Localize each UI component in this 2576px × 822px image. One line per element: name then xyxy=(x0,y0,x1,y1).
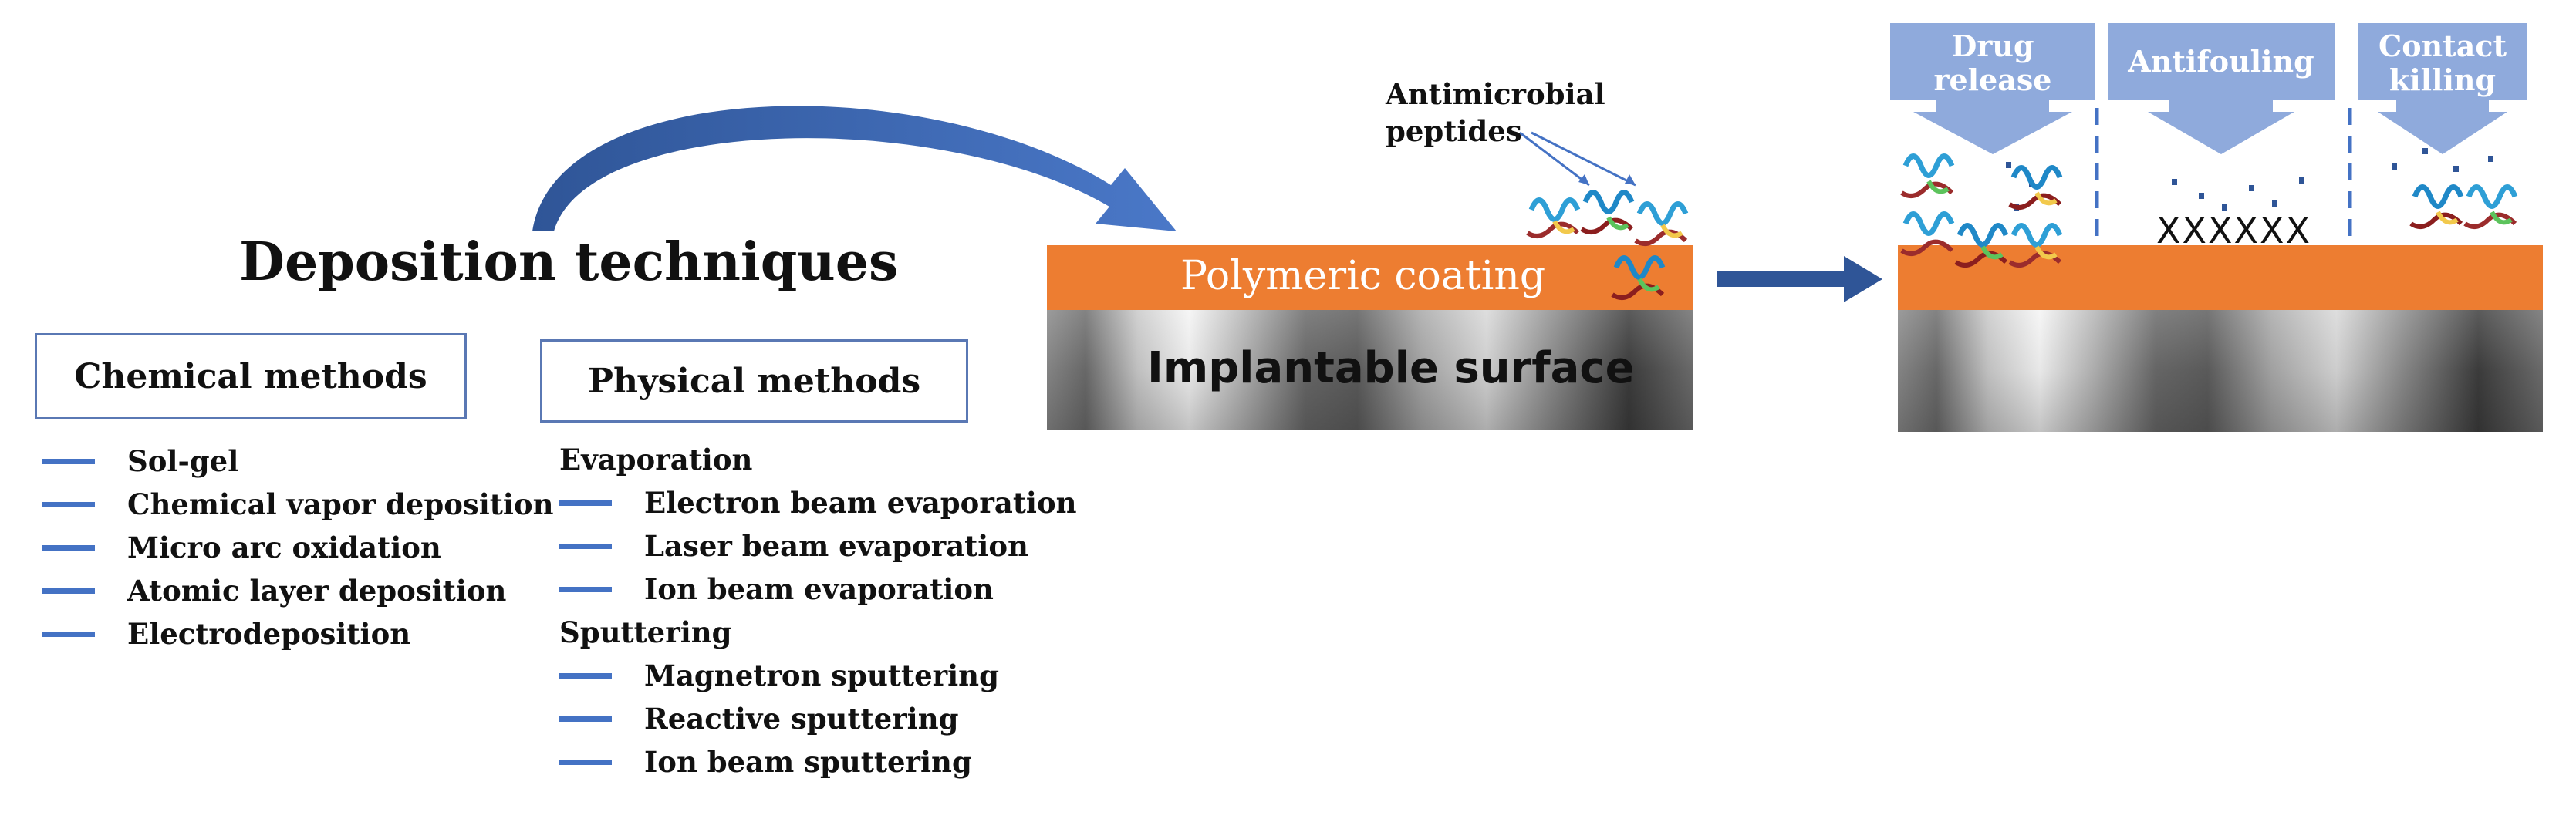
peptide-icon xyxy=(1580,190,1635,234)
callout-antifouling: Antifouling xyxy=(2128,44,2314,79)
list-item: Chemical vapor deposition xyxy=(42,483,554,526)
list-item: Reactive sputtering xyxy=(559,697,1077,740)
list-item: Magnetron sputtering xyxy=(559,654,1077,697)
peptide-icon xyxy=(2409,184,2464,229)
dash-bullet-icon xyxy=(559,672,612,679)
peptide-icon xyxy=(1634,201,1689,246)
implantable-surface xyxy=(1047,310,1693,430)
peptide-pointer-line-1 xyxy=(1519,131,1590,187)
callout-contact-killing-shape xyxy=(2358,23,2527,154)
polymeric-coating-label: Polymeric coating xyxy=(1180,253,1546,299)
list-item: Laser beam evaporation xyxy=(559,524,1077,568)
right-implantable-surface xyxy=(1898,310,2543,432)
physical-methods-box: Physical methods xyxy=(540,339,968,423)
peptide-icon xyxy=(1611,255,1666,300)
curved-arrow-body xyxy=(532,106,1177,231)
callout-drug-release-shape xyxy=(1890,23,2095,154)
mechanism-callouts xyxy=(1890,23,2527,154)
dash-bullet-icon xyxy=(42,501,95,507)
dash-bullet-icon xyxy=(559,759,612,765)
peptide-icon xyxy=(2463,184,2518,229)
group-heading-evaporation: Evaporation xyxy=(559,443,753,477)
implantable-surface-label: Implantable surface xyxy=(1147,343,1635,393)
dash-bullet-icon xyxy=(42,631,95,637)
list-item: Ion beam sputtering xyxy=(559,740,1077,783)
list-item: Sol-gel xyxy=(42,440,554,483)
callout-antifouling-shape xyxy=(2108,23,2335,154)
peptide-icon xyxy=(1526,197,1581,238)
chemical-methods-box: Chemical methods xyxy=(35,333,467,419)
list-item: Micro arc oxidation xyxy=(42,526,554,569)
dash-bullet-icon xyxy=(559,500,612,506)
straight-arrow xyxy=(1717,256,1882,302)
peptide-cluster xyxy=(1526,190,1689,300)
peptide-pointer-line-2 xyxy=(1531,131,1636,187)
dash-bullet-icon xyxy=(559,586,612,592)
right-peptide-cluster xyxy=(1900,153,2518,268)
physical-methods-list: Evaporation Electron beam evaporation La… xyxy=(559,438,1077,783)
peptide-icon xyxy=(2008,165,2063,210)
heading-deposition-techniques: Deposition techniques xyxy=(239,231,899,293)
list-item: Electron beam evaporation xyxy=(559,481,1077,524)
dash-bullet-icon xyxy=(42,458,95,464)
list-item: Atomic layer deposition xyxy=(42,569,554,612)
right-polymeric-coating xyxy=(1898,245,2543,310)
list-item: Ion beam evaporation xyxy=(559,568,1077,611)
peptide-icon xyxy=(1900,211,1955,256)
peptide-icon xyxy=(2008,223,2063,268)
dash-bullet-icon xyxy=(42,588,95,594)
dash-bullet-icon xyxy=(559,543,612,549)
antifouling-marks: XXXXXX xyxy=(2156,210,2312,251)
list-item: Electrodeposition xyxy=(42,612,554,655)
chemical-methods-list: Sol-gel Chemical vapor deposition Micro … xyxy=(42,440,554,655)
dash-bullet-icon xyxy=(559,716,612,722)
antimicrobial-peptides-label: Antimicrobial peptides xyxy=(1386,77,1605,148)
dash-bullet-icon xyxy=(42,544,95,551)
polymeric-coating xyxy=(1047,245,1693,310)
peptide-icon xyxy=(1954,223,2009,268)
peptide-icon xyxy=(1900,153,1955,198)
group-heading-sputtering: Sputtering xyxy=(559,615,732,649)
